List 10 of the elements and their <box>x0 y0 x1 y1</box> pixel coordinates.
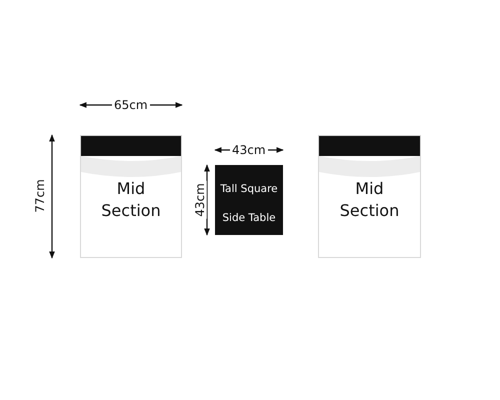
section-label: Mid Section <box>100 178 162 222</box>
table-label: Tall Square Side Table <box>219 182 279 226</box>
dimension-label: 77cm <box>32 177 47 215</box>
side-table-block <box>215 165 283 235</box>
sofa-section-block <box>80 135 182 258</box>
dimension-label: 43cm <box>230 143 268 157</box>
sofa-section-block <box>318 135 421 258</box>
dimension-label: 65cm <box>112 98 150 112</box>
dimension-label: 43cm <box>192 181 207 219</box>
section-label: Mid Section <box>338 178 400 222</box>
